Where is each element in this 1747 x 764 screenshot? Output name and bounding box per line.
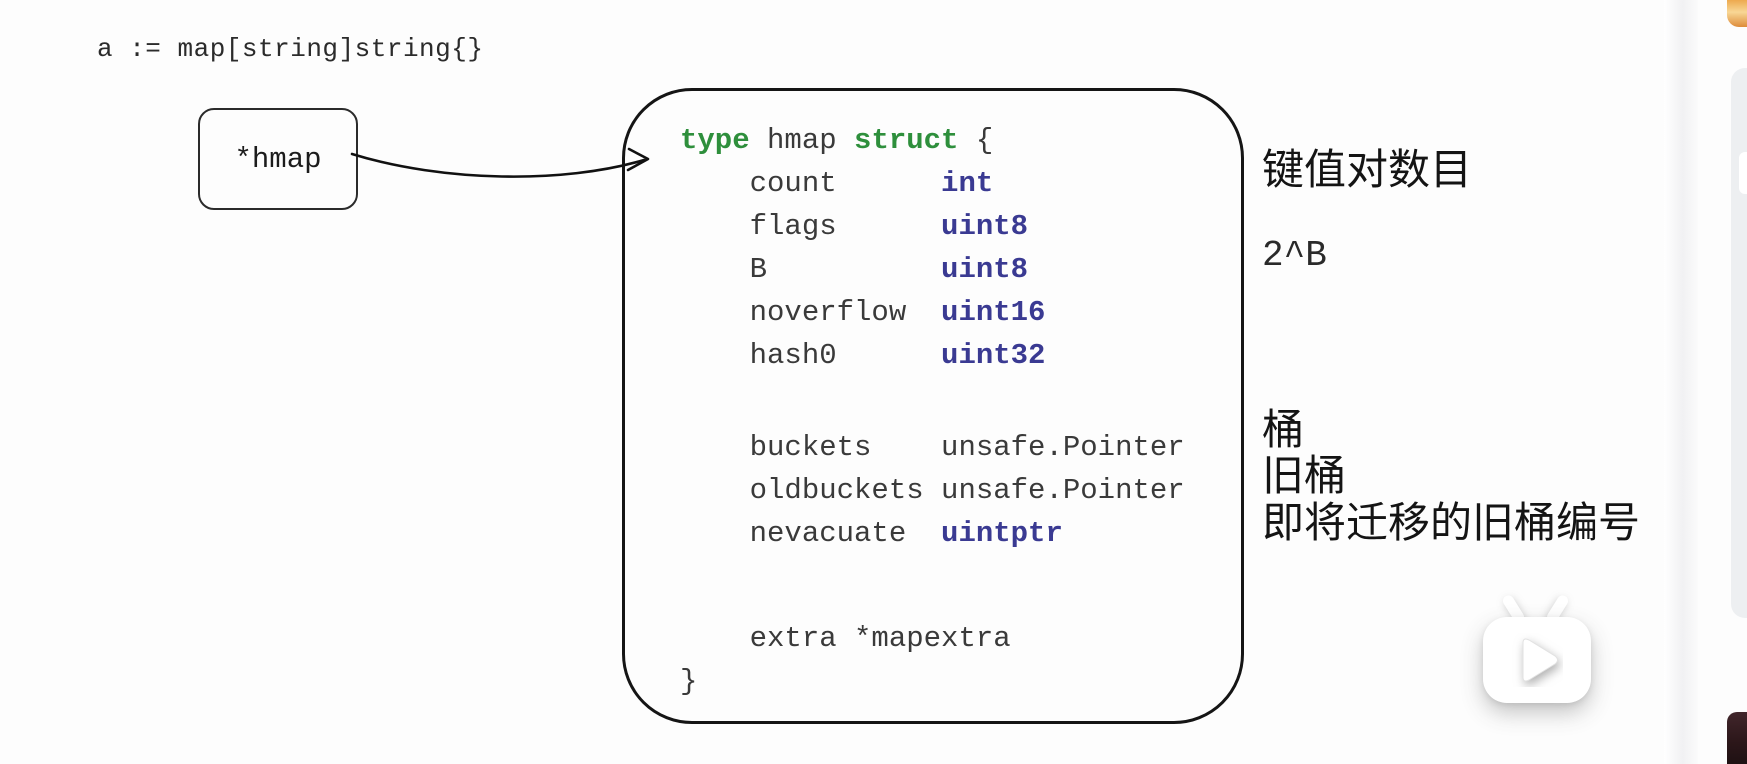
code-line: type hmap struct { — [680, 124, 994, 157]
edge-card-fragment — [1739, 152, 1747, 194]
play-icon — [1522, 638, 1558, 682]
code-line — [680, 555, 1185, 617]
code-line: B uint8 — [680, 253, 1029, 286]
code-line: oldbuckets unsafe.Pointer — [680, 474, 1185, 507]
edge-thumbnail-fragment[interactable] — [1727, 712, 1747, 764]
annotation-count: 键值对数目 — [1262, 145, 1473, 194]
hmap-struct-code: type hmap struct { count int flags uint8… — [680, 119, 1185, 703]
map-declaration-text: a := map[string]string{} — [97, 34, 484, 64]
code-line: extra *mapextra — [680, 622, 1011, 655]
code-line: buckets unsafe.Pointer — [680, 431, 1185, 464]
hmap-pointer-box: *hmap — [198, 108, 358, 210]
edge-panel-fragment — [1731, 68, 1747, 618]
code-line: } — [680, 665, 698, 698]
code-line: flags uint8 — [680, 210, 1029, 243]
edge-avatar-fragment[interactable] — [1727, 0, 1747, 27]
annotation-nevacuate: 即将迁移的旧桶编号 — [1262, 498, 1641, 547]
code-line: noverflow uint16 — [680, 296, 1046, 329]
pointer-arrow — [350, 147, 650, 178]
annotation-buckets: 桶 — [1262, 405, 1305, 454]
code-line: nevacuate uintptr — [680, 517, 1063, 550]
code-line — [680, 377, 1185, 426]
code-line: count int — [680, 167, 994, 200]
annotation-b: 2^B — [1262, 235, 1327, 276]
page-edge-gradient — [1664, 0, 1698, 764]
annotation-oldbuckets: 旧桶 — [1262, 451, 1347, 500]
hmap-struct-box — [622, 88, 1244, 724]
bilibili-tv-watermark — [1478, 590, 1596, 708]
code-line: hash0 uint32 — [680, 339, 1046, 372]
tv-body-icon — [1483, 617, 1591, 703]
hmap-pointer-label: *hmap — [234, 142, 322, 176]
